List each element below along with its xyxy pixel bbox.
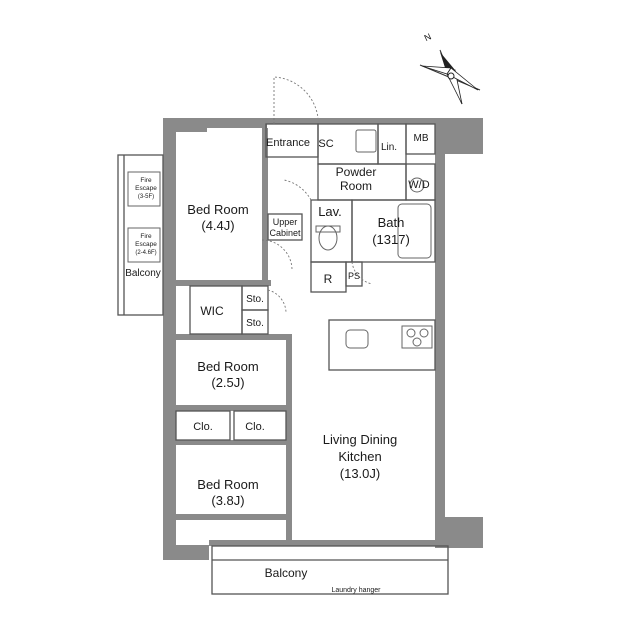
fire-escape-2-line2: Escape [135,241,157,248]
structural-walls [163,118,483,560]
mb-label: MB [414,133,429,144]
upper-cabinet-label-line1: Upper [273,217,298,227]
storage-2-label: Sto. [246,318,264,329]
storage-1-label: Sto. [246,294,264,305]
bed-room-2-label-line1: Bed Room [197,359,258,374]
balcony-side-label: Balcony [125,268,161,279]
fire-escape-1-line2: Escape [135,185,157,192]
ldk-label-line1: Living Dining [323,432,397,447]
laundry-hanger-label: Laundry hanger [331,587,381,594]
bed-room-3-label-line2: (3.8J) [211,493,244,508]
powder-room-label-line2: Room [340,179,372,193]
wic-label: WIC [200,304,224,318]
closet-1-label: Clo. [193,421,213,433]
ldk-label-line2: Kitchen [338,449,381,464]
wd-label: W/D [408,179,429,191]
refrigerator-label: R [324,272,333,286]
lin-label: Lin. [381,142,397,153]
door-swings [261,76,373,313]
bath-label-line2: (1317) [372,232,410,247]
entrance-label: Entrance [266,137,310,149]
bed-room-2-label-line2: (2.5J) [211,375,244,390]
bed-room-1-label-line1: Bed Room [187,202,248,217]
lav-label: Lav. [318,204,342,219]
upper-cabinet-label-line2: Cabinet [269,228,301,238]
fire-escape-2-line3: (2-4.6F) [135,250,156,256]
bed-room-1-label-line2: (4.4J) [201,218,234,233]
ldk-label-line3: (13.0J) [340,466,380,481]
bath-label-line1: Bath [378,215,405,230]
ps-label: PS [348,271,360,281]
compass-north-label: N [423,31,433,43]
powder-room-label-line1: Powder [336,165,377,179]
closet-2-label: Clo. [245,421,265,433]
interior-partitions [117,123,449,595]
fixtures [127,129,433,349]
balcony-bottom-label: Balcony [265,566,308,580]
fire-escape-2-line1: Fire [140,233,152,240]
fire-escape-1-line3: (3-5F) [138,194,154,200]
sc-label: SC [318,138,333,150]
room-labels: Entrance SC MB Lin. Powder Room W/D Lav.… [125,133,430,594]
compass-rose-icon [419,49,481,105]
bed-room-3-label-line1: Bed Room [197,477,258,492]
fire-escape-1-line1: Fire [140,177,152,184]
